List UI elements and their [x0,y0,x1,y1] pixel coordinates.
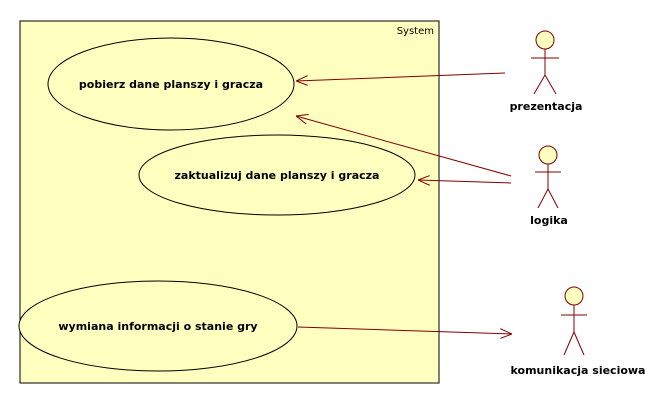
use-case-label: pobierz dane planszy i gracza [79,78,263,91]
use-case-wymiana-informacji[interactable]: wymiana informacji o stanie gry [18,280,298,372]
association-logika-zaktualizuj[interactable] [418,180,512,183]
actor-stick-figure-icon [535,145,561,209]
use-case-label: zaktualizuj dane planszy i gracza [175,169,380,182]
actor-label: prezentacja [510,100,583,113]
actor-logika[interactable]: logika [530,145,568,227]
actor-stick-figure-icon [561,286,587,356]
use-case-zaktualizuj-dane[interactable]: zaktualizuj dane planszy i gracza [138,134,416,216]
association-prezentacja-pobierz[interactable] [296,72,506,81]
association-wymiana-komunikacja[interactable] [297,326,512,334]
actor-label: komunikacja sieciowa [511,364,646,377]
actor-label: logika [530,214,568,227]
actor-komunikacja-sieciowa[interactable]: komunikacja sieciowa [511,286,646,377]
associations [296,72,512,334]
system-label: System [397,26,434,37]
actor-stick-figure-icon [531,30,559,95]
use-case-pobierz-dane[interactable]: pobierz dane planszy i gracza [47,37,295,131]
use-case-label: wymiana informacji o stanie gry [58,320,257,333]
association-logika-pobierz[interactable] [296,116,512,177]
actor-prezentacja[interactable]: prezentacja [510,30,583,113]
